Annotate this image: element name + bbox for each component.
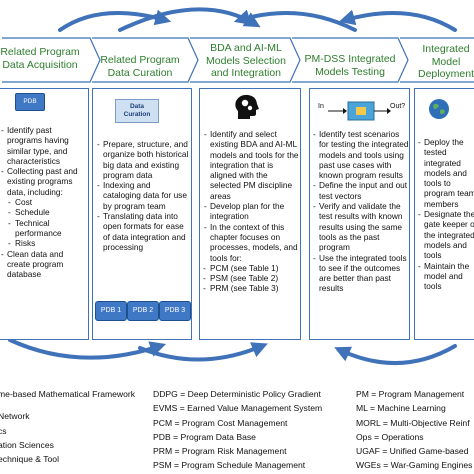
bottom-arc-arrow-3 bbox=[334, 344, 457, 365]
panel-acquisition: PDB Identify past programs having simila… bbox=[0, 88, 89, 340]
stage-title-acquisition: Related Program Data Acquisition bbox=[0, 46, 80, 71]
top-arc-arrow-1 bbox=[58, 9, 172, 32]
globe-icon bbox=[429, 99, 449, 119]
bullet: Define the input and out test vectors bbox=[313, 180, 409, 201]
test-arrow-icon bbox=[328, 101, 391, 121]
legend-item: PDB = Program Data Base bbox=[153, 431, 256, 442]
bullet: Use the integrated tools to see if the o… bbox=[313, 253, 409, 294]
database-icon: PDB bbox=[15, 93, 45, 111]
panel-deployment: Deploy the tested integrated models and … bbox=[414, 88, 474, 340]
legend-item: echnique & Tool bbox=[0, 454, 59, 465]
legend-item: WGEs = War-Gaming Engines bbox=[356, 460, 473, 471]
legend-item: ML = Machine Learning bbox=[356, 403, 446, 414]
top-arc-arrow-4 bbox=[338, 9, 457, 32]
bullet: Identify past programs having similar ty… bbox=[1, 125, 87, 166]
bullet: Develop plan for the integration bbox=[204, 201, 300, 222]
data-curation-image: Data Curation bbox=[115, 99, 159, 123]
bullet: Designate the gate keeper of the integra… bbox=[418, 209, 474, 260]
legend-item: PM = Program Management bbox=[356, 389, 465, 399]
legend-item: PSM = Program Schedule Management bbox=[153, 460, 306, 471]
legend-item: UGAF = Unified Game-based bbox=[356, 446, 469, 457]
legend-item: PCM = Program Cost Management bbox=[153, 417, 288, 428]
panel-selection: Identify and select existing BDA and AI-… bbox=[199, 88, 301, 340]
pdb-2-icon: PDB 2 bbox=[127, 301, 159, 321]
stage-title-deployment: Integrated Model Deployment bbox=[417, 43, 474, 80]
panel-testing: In Out? Identify test scenarios for test… bbox=[309, 88, 410, 340]
bottom-arc-arrow-1 bbox=[8, 338, 167, 360]
bullet: In the context of this chapter focuses o… bbox=[204, 222, 300, 263]
legend-item: Network bbox=[0, 411, 30, 422]
sub-bullet: PCM (see Table 1) bbox=[196, 263, 300, 274]
sub-bullet: PRM (see Table 3) bbox=[196, 283, 300, 294]
pdb-3-icon: PDB 3 bbox=[159, 301, 191, 321]
top-arc-arrow-2 bbox=[118, 7, 261, 32]
legend-item: MORL = Multi-Objective Reinf bbox=[356, 417, 470, 428]
legend-item: Ops = Operations bbox=[356, 431, 424, 442]
bullet: Deploy the tested integrated models and … bbox=[418, 137, 474, 209]
panel-curation: Data Curation Prepare, structure, and or… bbox=[92, 88, 192, 340]
bullet: Translating data into open formats for e… bbox=[97, 211, 189, 252]
bullet: Indexing and cataloging data for use by … bbox=[97, 180, 189, 211]
stage-title-testing: PM-DSS Integrated Models Testing bbox=[304, 53, 396, 78]
pdb-1-icon: PDB 1 bbox=[95, 301, 127, 321]
legend-col-3: PM = Program Management ML = Machine Lea… bbox=[356, 389, 472, 472]
sub-bullet: PSM (see Table 2) bbox=[196, 273, 300, 284]
bullet: Identify test scenarios for testing the … bbox=[313, 129, 409, 180]
legend-item: PRM = Program Risk Management bbox=[153, 446, 287, 457]
legend-item: me-based Mathematical Framework bbox=[0, 389, 136, 399]
bullet: Identify and select existing BDA and AI-… bbox=[204, 129, 300, 201]
bullet: Maintain the model and tools bbox=[418, 261, 474, 292]
flow-outline bbox=[2, 37, 474, 83]
legend-col-2: DDPG = Deep Deterministic Policy Gradien… bbox=[153, 389, 322, 472]
stage-title-curation: Related Program Data Curation bbox=[100, 54, 180, 79]
head-gears-icon bbox=[235, 94, 259, 119]
sub-bullet: Technical performance bbox=[1, 218, 87, 239]
legend-item: cs bbox=[0, 425, 7, 436]
bullet: Verify and validate the test results wit… bbox=[313, 201, 409, 252]
sub-bullet: Schedule bbox=[1, 207, 87, 218]
sub-bullet: Cost bbox=[1, 197, 87, 208]
bullet: Prepare, structure, and organize both hi… bbox=[97, 139, 189, 180]
stage-title-selection: BDA and AI-ML Models Selection and Integ… bbox=[206, 42, 286, 79]
out-label: Out? bbox=[390, 103, 406, 110]
bullet: Collecting past and existing programs da… bbox=[1, 166, 87, 197]
top-arc-arrow-3 bbox=[233, 9, 357, 32]
bottom-arc-arrow-2 bbox=[138, 342, 268, 362]
legend-item: ation Sciences bbox=[0, 439, 54, 450]
legend-item: EVMS = Earned Value Management System bbox=[153, 403, 323, 414]
legend-item: DDPG = Deep Deterministic Policy Gradien… bbox=[153, 389, 321, 399]
in-label: In bbox=[318, 103, 324, 110]
legend-col-1: me-based Mathematical Framework Network … bbox=[0, 389, 135, 465]
bullet: Clean data and create program database bbox=[1, 249, 87, 280]
sub-bullet: Risks bbox=[1, 238, 87, 249]
